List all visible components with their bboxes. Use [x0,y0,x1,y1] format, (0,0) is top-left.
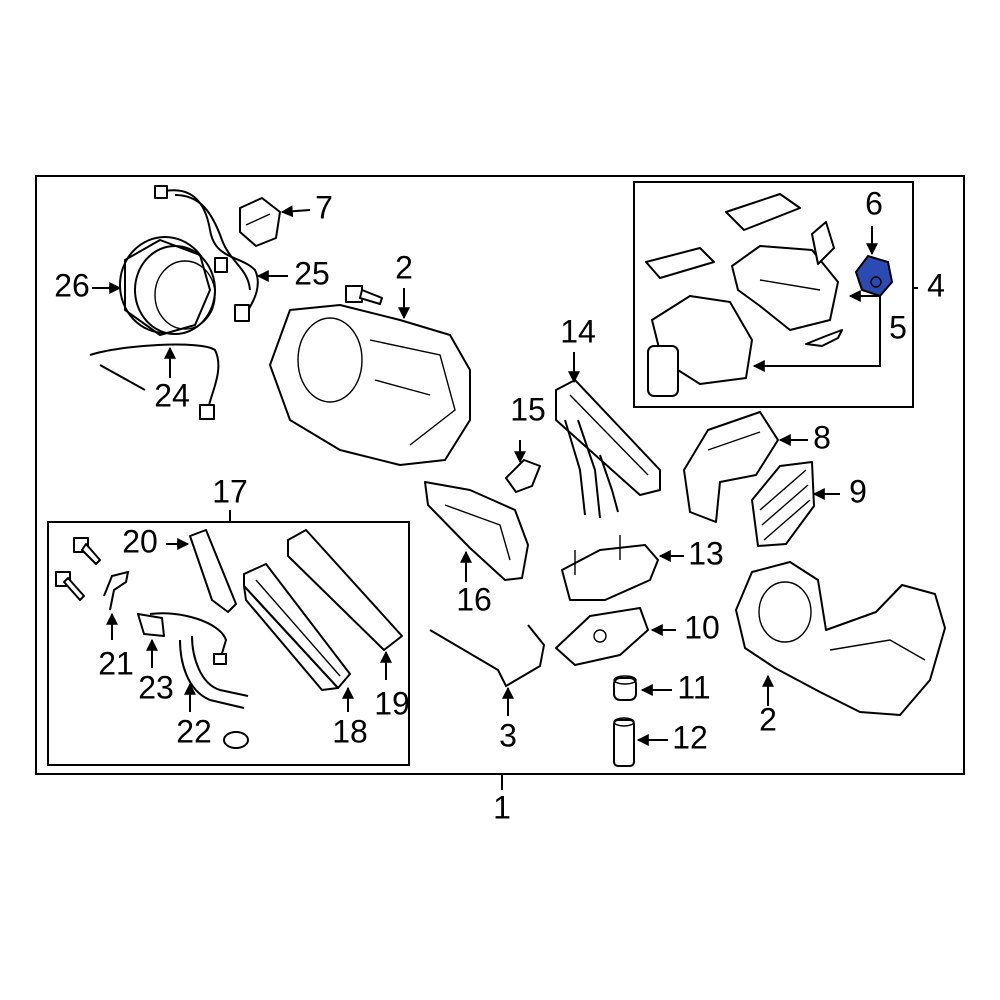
callout-3: 3 [499,717,517,753]
callout-10: 10 [684,609,720,645]
pipe-part-12[interactable] [613,717,635,767]
callout-16: 16 [456,581,492,617]
cap-part-11[interactable] [613,675,637,701]
callout-8: 8 [813,419,831,455]
callout-20: 20 [122,523,158,559]
callout-2-upper: 2 [395,249,413,285]
callout-19: 19 [374,685,410,721]
actuator-part-6-highlighted[interactable] [854,254,894,298]
plate-part-10[interactable] [555,607,649,666]
callout-15: 15 [510,391,546,427]
callout-12: 12 [672,719,708,755]
wiring-part-24[interactable] [89,343,220,420]
sensor-part-23[interactable] [137,612,228,665]
callout-14: 14 [560,313,596,349]
heater-core-part-14[interactable] [555,379,661,519]
sub-assembly-frame-17 [47,521,410,766]
grille-part-9[interactable] [751,461,815,547]
callout-7: 7 [315,189,333,225]
door-assembly-part-4[interactable] [645,193,843,397]
leader-7 [280,205,311,218]
duct-part-8[interactable] [683,411,779,523]
callout-13: 13 [688,535,724,571]
callout-23: 23 [138,669,174,705]
assembly-frame [35,175,965,775]
callout-1: 1 [493,789,511,825]
callout-11: 11 [677,669,710,705]
callout-21: 21 [98,645,134,681]
callout-6: 6 [865,185,883,221]
leader-5 [752,296,881,372]
blower-resistor-part-7[interactable] [239,197,281,247]
wiring-harness-part-25[interactable] [154,185,259,322]
callout-24: 24 [154,377,190,413]
callout-22: 22 [176,713,212,749]
bracket-part-13[interactable] [561,535,659,601]
blower-motor-part-26[interactable] [119,236,216,336]
highlight-shape [854,254,894,298]
bolt[interactable] [345,285,383,305]
case-part-2-lower[interactable] [735,561,946,716]
callout-4: 4 [927,267,945,303]
callout-26: 26 [54,267,90,303]
callout-18: 18 [332,713,368,749]
drain-hose-part-3[interactable] [429,624,546,688]
door-part-16[interactable] [424,481,529,581]
callout-9: 9 [849,473,867,509]
blower-case-part-2-upper[interactable] [269,304,471,466]
clip-part-15[interactable] [505,459,541,493]
callout-17: 17 [212,473,248,509]
callout-25: 25 [294,255,330,291]
callout-2-lower: 2 [759,701,777,737]
pipe-part-22[interactable] [179,635,249,749]
callout-5: 5 [889,309,907,345]
pipe-part-20[interactable] [189,529,237,613]
seal-part-19[interactable] [287,529,403,651]
bolts-part-21[interactable] [55,537,130,611]
sub-assembly-frame-4 [633,181,914,408]
evaporator-part-18[interactable] [243,563,351,691]
